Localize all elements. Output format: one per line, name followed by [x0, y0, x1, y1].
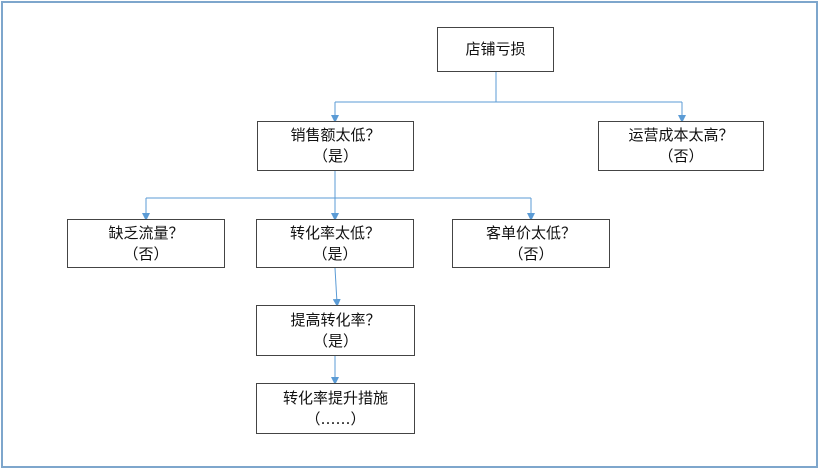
node-root: 店铺亏损 [437, 27, 554, 72]
node-improve-conversion: 提高转化率？ （是） [256, 305, 415, 356]
node-price-low: 客单价太低？ （否） [452, 219, 610, 268]
node-root-label: 店铺亏损 [465, 40, 526, 58]
node-improve-conversion-answer: （是） [312, 331, 358, 350]
connector-to-improve-conversion [332, 267, 341, 307]
node-cost-high-label: 运营成本太高？ [628, 126, 734, 144]
node-sales-low: 销售额太低？ （是） [257, 121, 414, 171]
node-measures-label: 转化率提升措施 [282, 388, 388, 407]
node-conversion-low-label: 转化率太低？ [289, 223, 380, 242]
node-conversion-low: 转化率太低？ （是） [256, 219, 414, 268]
node-sales-low-label: 销售额太低？ [290, 126, 381, 144]
node-sales-low-answer: （是） [312, 147, 358, 165]
node-price-low-answer: （否） [508, 244, 554, 263]
node-traffic-low-answer: （否） [123, 244, 169, 263]
node-measures-detail: （……） [305, 409, 366, 428]
node-price-low-label: 客单价太低？ [485, 223, 576, 242]
node-cost-high: 运营成本太高？ （否） [598, 121, 764, 171]
node-improve-conversion-label: 提高转化率？ [290, 310, 381, 329]
node-cost-high-answer: （否） [658, 147, 704, 165]
node-measures: 转化率提升措施 （……） [256, 383, 415, 434]
node-conversion-low-answer: （是） [312, 244, 358, 263]
node-traffic-low-label: 缺乏流量？ [108, 223, 184, 242]
node-traffic-low: 缺乏流量？ （否） [67, 219, 225, 268]
